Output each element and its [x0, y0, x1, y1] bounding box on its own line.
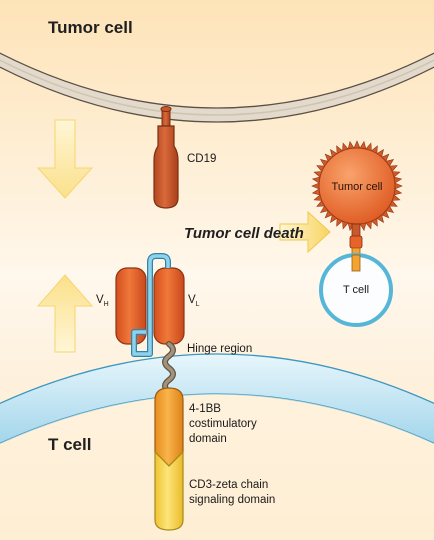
inset-receptor [349, 235, 363, 249]
costim-label-3: domain [189, 433, 227, 445]
scfv-linker [132, 254, 170, 356]
t-cell-label: T cell [48, 435, 91, 454]
signal-label-1: CD3-zeta chain [189, 479, 268, 491]
vl-domain [153, 267, 185, 345]
signal-label-2: signaling domain [189, 494, 275, 506]
arrow-right [279, 210, 331, 254]
tumor-cell-membrane [0, 52, 434, 123]
tumor-cell-label: Tumor cell [48, 18, 133, 37]
cd19-label: CD19 [187, 153, 216, 165]
arrow-down [36, 119, 94, 199]
inset-tumor-label: Tumor cell [332, 181, 383, 193]
vh-label: VH [96, 294, 109, 308]
tumor-cell-death-label: Tumor cell death [184, 225, 304, 242]
cd19-antigen [153, 125, 179, 209]
vl-label: VL [188, 294, 200, 308]
inset-tcell-label: T cell [343, 284, 369, 296]
hinge-label: Hinge region [187, 343, 252, 355]
arrow-up [36, 274, 94, 353]
costim-label-1: 4-1BB [189, 403, 221, 415]
costim-domain [154, 387, 184, 467]
signaling-domain [154, 450, 184, 531]
hinge-coil [163, 342, 175, 394]
costim-label-2: costimulatory [189, 418, 257, 430]
